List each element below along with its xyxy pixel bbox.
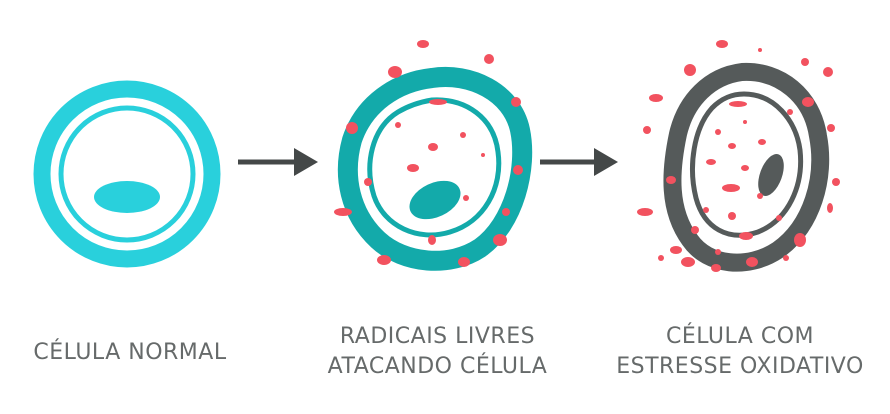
normal-cell-inner-membrane (61, 108, 193, 240)
caption-line: ATACANDO CÉLULA (295, 352, 580, 382)
caption-line: CÉLULA COM (590, 322, 890, 352)
normal-cell-outer-membrane (42, 89, 212, 259)
caption-line: CÉLULA NORMAL (10, 338, 250, 368)
caption-normal-cell: CÉLULA NORMAL (10, 338, 250, 368)
arrow-1 (238, 148, 318, 176)
caption-line: ESTRESSE OXIDATIVO (590, 352, 890, 382)
attacked-cell (334, 40, 523, 267)
arrow-2 (540, 148, 618, 176)
caption-line: RADICAIS LIVRES (295, 322, 580, 352)
stressed-cell (637, 40, 840, 272)
caption-stressed-cell: CÉLULA COM ESTRESSE OXIDATIVO (590, 322, 890, 382)
caption-attacked-cell: RADICAIS LIVRES ATACANDO CÉLULA (295, 322, 580, 382)
stressed-cell-nucleus (753, 151, 789, 200)
normal-cell-nucleus (94, 181, 160, 213)
normal-cell (42, 89, 212, 259)
attacked-cell-nucleus (403, 173, 466, 227)
